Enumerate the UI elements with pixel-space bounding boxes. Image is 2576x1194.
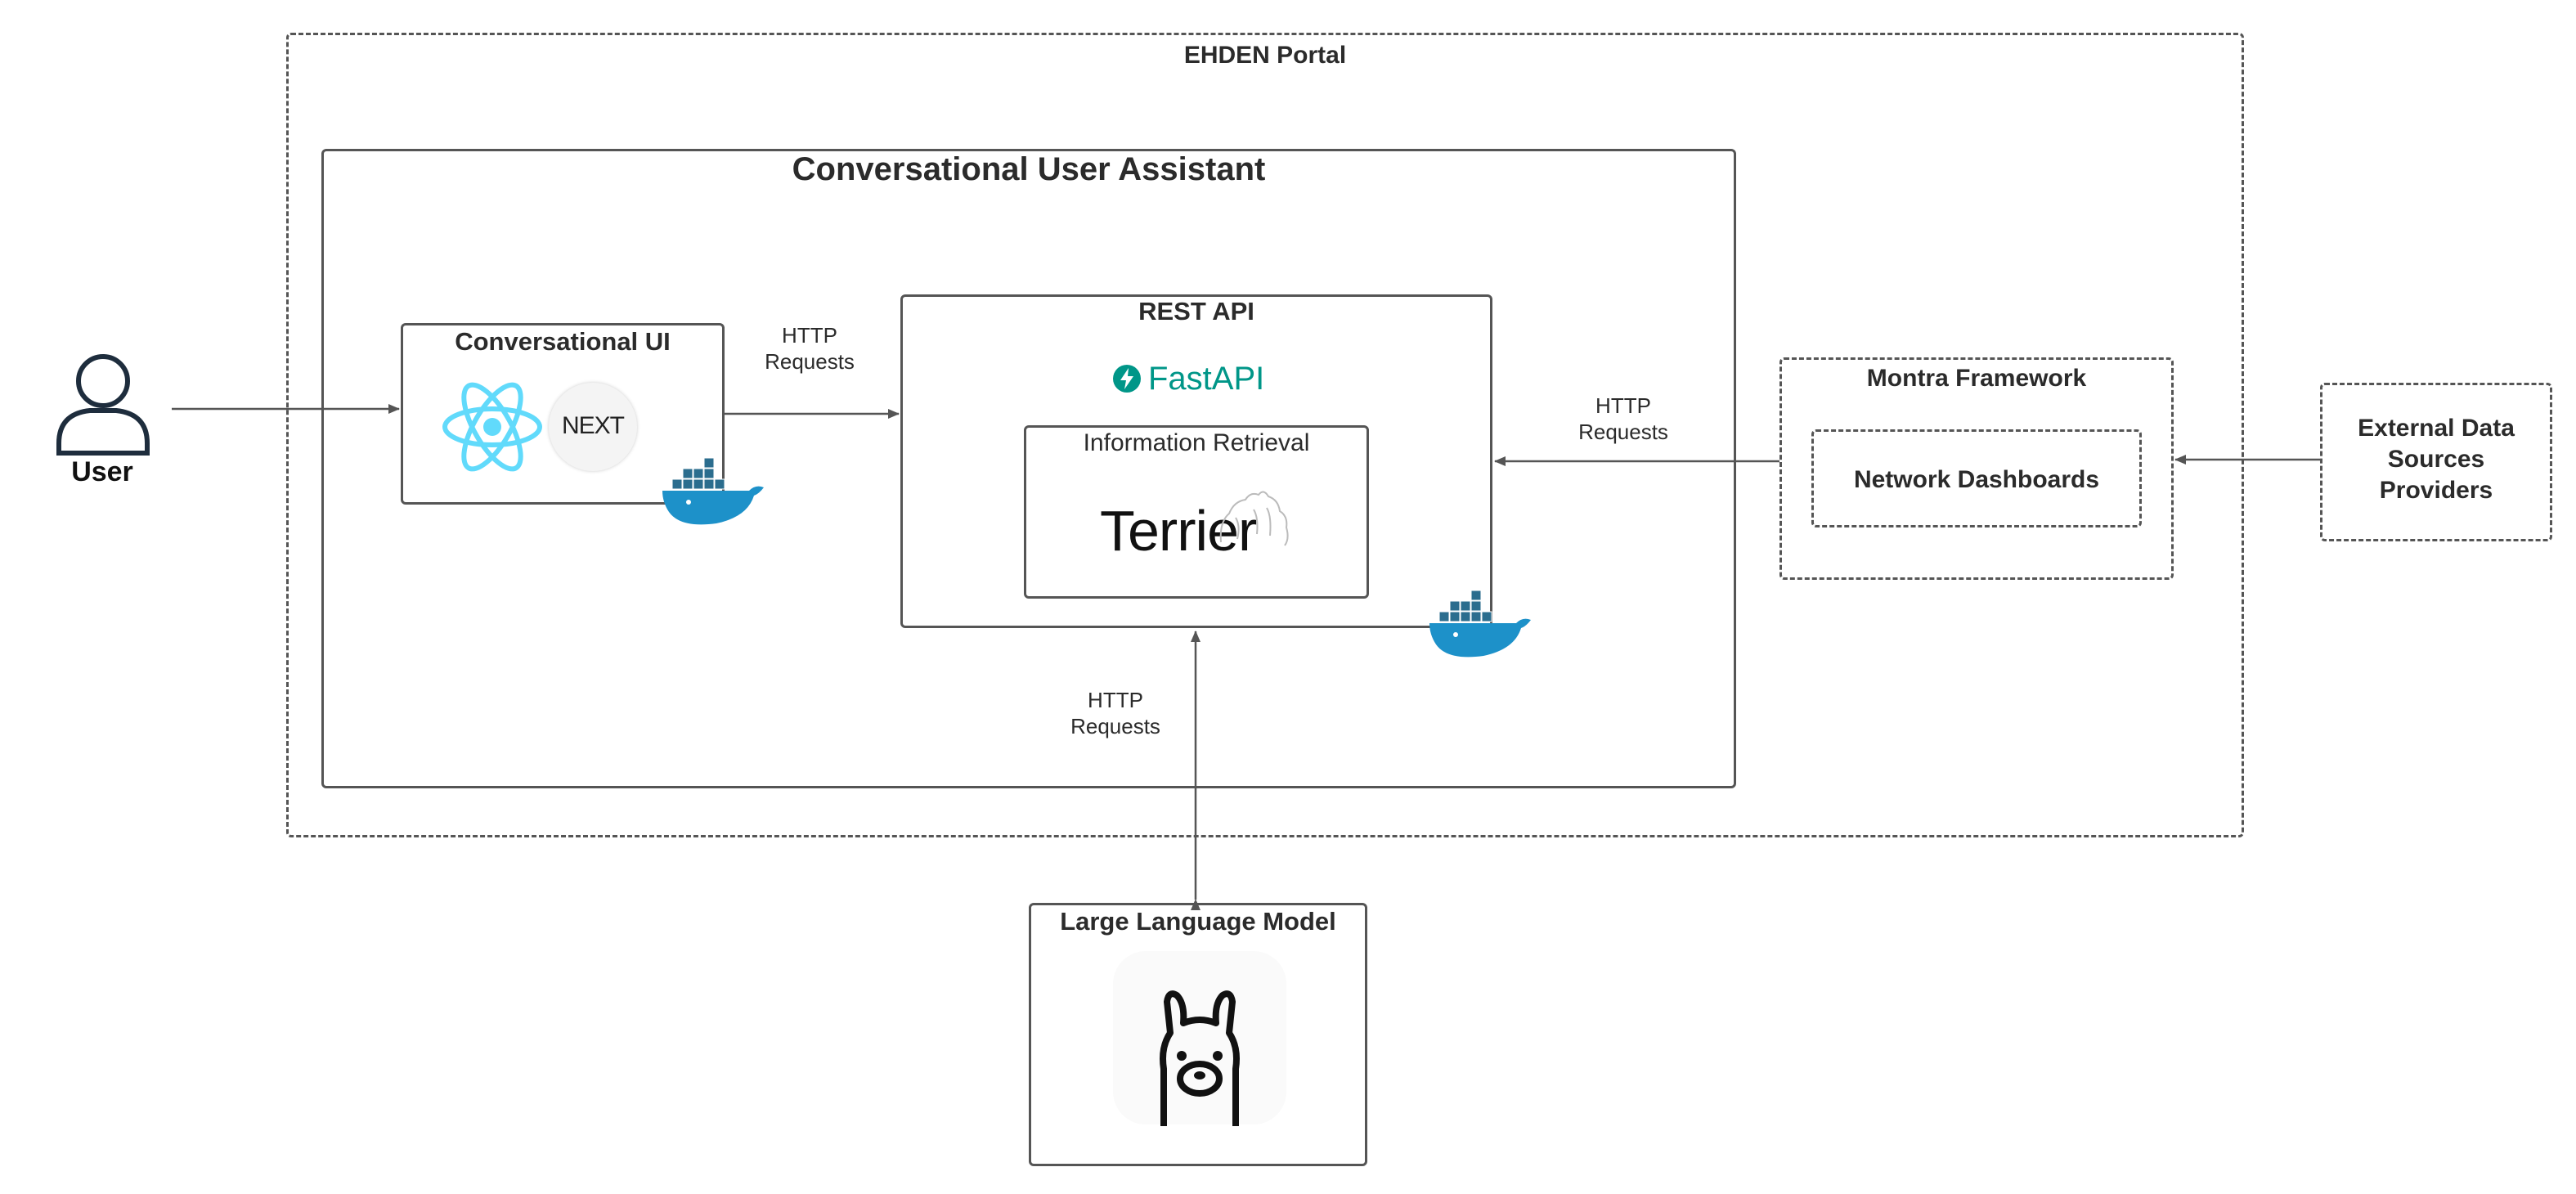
llm-title: Large Language Model [1060,907,1336,936]
docker-icon [1429,590,1531,658]
docker-icon [662,457,764,525]
user-icon [56,354,150,456]
fastapi-label: FastAPI [1148,361,1265,397]
react-icon [442,382,542,472]
montra-framework-container: Montra Framework [1779,357,2174,580]
external-data-sources-box: External Data Sources Providers [2320,383,2552,541]
nextjs-logo-text: NEXT [561,412,625,439]
edge-label-api-llm: HTTP Requests [1070,688,1160,738]
edge-label-montra-api: HTTP Requests [1578,393,1668,444]
network-dashboards-box: Network Dashboards [1811,429,2142,527]
ehden-portal-container: EHDEN Portal [286,33,2244,837]
llama-icon [1160,990,1240,1126]
assistant-title: Conversational User Assistant [792,151,1266,187]
llm-box: Large Language Model [1029,903,1367,1166]
user-label: User [71,456,133,487]
edge-label-ui-api: HTTP Requests [765,323,855,374]
external-data-sources-label: External Data Sources Providers [2358,415,2515,504]
terrier-dog-icon [1219,491,1289,546]
conversational-ui-title: Conversational UI [455,327,671,356]
montra-framework-title: Montra Framework [1866,365,2087,392]
information-retrieval-box: Information Retrieval Terrier [1024,425,1369,599]
ehden-portal-title: EHDEN Portal [1183,42,1347,69]
rest-api-title: REST API [1138,297,1254,325]
nextjs-icon: NEXT [549,383,637,471]
information-retrieval-title: Information Retrieval [1083,429,1310,456]
conversational-ui-box: Conversational UI NEXT [401,323,725,505]
network-dashboards-label: Network Dashboards [1853,466,2100,493]
fastapi-bolt-icon [1113,365,1141,393]
